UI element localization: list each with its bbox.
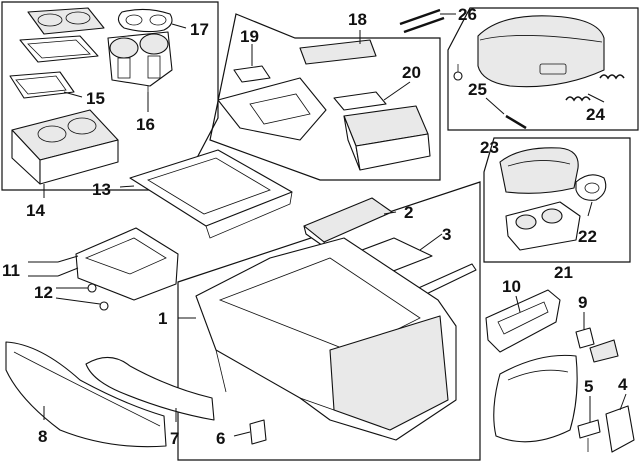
callout-5: 5 (584, 377, 593, 396)
group-frame-21 (483, 137, 631, 263)
callout-19: 19 (240, 27, 259, 46)
callout-11: 11 (2, 261, 20, 280)
group-frame-14 (1, 1, 219, 191)
callout-21: 21 (554, 263, 573, 282)
seal-ring-22 (575, 174, 607, 201)
storage-bin-2 (303, 197, 393, 249)
callout-26: 26 (458, 5, 477, 24)
bracket-4 (605, 405, 635, 453)
spring-24 (565, 74, 625, 102)
tray-mat-15 (9, 71, 75, 99)
callout-14: 14 (26, 201, 45, 220)
callout-1: 1 (158, 309, 167, 328)
housing-11 (75, 227, 179, 301)
trim-panel-7 (85, 356, 215, 421)
storage-tray-18 (343, 105, 431, 171)
bolt-5 (577, 419, 601, 452)
callout-24: 24 (586, 105, 605, 124)
group-frame-23 (447, 7, 639, 131)
cup-holder-base-21 (505, 201, 581, 251)
armrest-lid-23 (477, 15, 605, 88)
console-body-1 (195, 237, 457, 441)
callout-18: 18 (348, 10, 367, 29)
callout-25: 25 (468, 80, 487, 99)
console-bracket-18 (217, 39, 377, 141)
callout-17: 17 (190, 20, 209, 39)
leader-lines (28, 13, 627, 437)
callout-4: 4 (618, 375, 628, 394)
armrest-cover-21 (499, 147, 579, 194)
trim-panel-19 (233, 65, 271, 83)
mat-20 (333, 91, 387, 111)
callout-16: 16 (136, 115, 155, 134)
callout-10: 10 (502, 277, 521, 296)
cup-holder-insert-16 (107, 31, 173, 96)
callout-2: 2 (404, 203, 413, 222)
bezel-10 (485, 289, 561, 353)
callout-13: 13 (92, 180, 111, 199)
rod-26 (399, 8, 445, 34)
switch-9 (575, 327, 619, 363)
console-frame-13 (129, 149, 293, 239)
callout-23: 23 (480, 138, 499, 157)
callout-9: 9 (578, 293, 587, 312)
callout-20: 20 (402, 63, 421, 82)
fastener-12 (87, 283, 109, 311)
side-panel-8 (5, 341, 167, 448)
callout-15: 15 (86, 89, 105, 108)
storage-bin-14 (11, 109, 119, 185)
latch-25 (453, 64, 527, 130)
cup-holder-mat (19, 35, 99, 63)
callout-6: 6 (216, 429, 225, 448)
seal-ring-17 (117, 8, 173, 33)
callout-12: 12 (34, 283, 53, 302)
callout-22: 22 (578, 227, 597, 246)
callout-3: 3 (442, 225, 451, 244)
group-frame-18 (209, 13, 441, 181)
panel-assembly (493, 354, 578, 443)
callout-8: 8 (38, 427, 47, 446)
cup-holder-liner-top (27, 7, 105, 35)
cap-6 (249, 419, 267, 445)
callout-7: 7 (170, 429, 179, 448)
